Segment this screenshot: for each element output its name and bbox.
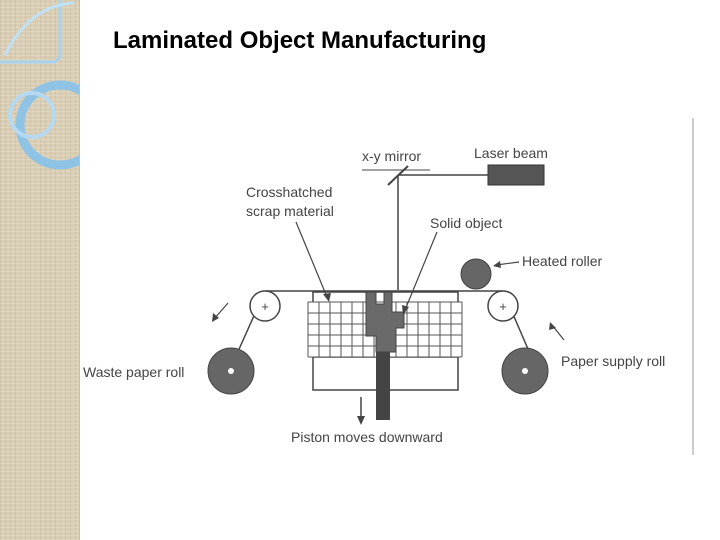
swirl-large-ring [15,80,79,170]
piston-arrow-head [357,416,365,425]
slide-title: Laminated Object Manufacturing [113,27,487,54]
label-paper-supply-roll: Paper supply roll [561,353,665,369]
label-waste-paper-roll: Waste paper roll [83,364,184,380]
waste-direction-arrow-head [212,313,219,322]
piston [376,352,390,420]
solid-object-leader [404,231,438,311]
heated-roller [460,258,492,290]
label-piston-moves: Piston moves downward [291,429,443,445]
supply-direction-arrow-head [549,322,556,330]
right-guide-roller [487,290,519,322]
swirl-decoration-icon [0,0,79,170]
right-guide-roller-plus-icon: + [499,299,507,314]
swirl-square-outline [0,0,62,64]
label-scrap-material: scrap material [246,203,334,219]
label-solid-object: Solid object [430,215,502,231]
label-heated-roller: Heated roller [522,253,602,269]
left-guide-roller [249,290,281,322]
label-laser-beam: Laser beam [474,145,548,161]
label-crosshatched: Crosshatched [246,184,332,200]
lom-process-diagram: + + x-y mirror Laser beam Crosshatched s… [83,118,694,455]
swirl-small-ring [8,91,56,139]
label-xy-mirror: x-y mirror [362,148,421,164]
swirl-arc [3,1,75,56]
waste-roll-hub [228,368,234,374]
crosshatch-leader-head [323,293,331,302]
crosshatch-leader [295,221,328,298]
laser-source [487,164,545,186]
left-guide-roller-plus-icon: + [261,299,269,314]
solid-object-leader-head [402,305,409,315]
supply-roll-hub [522,368,528,374]
heated-roller-arrow-head [493,261,501,268]
decorative-side-strip [0,0,80,540]
